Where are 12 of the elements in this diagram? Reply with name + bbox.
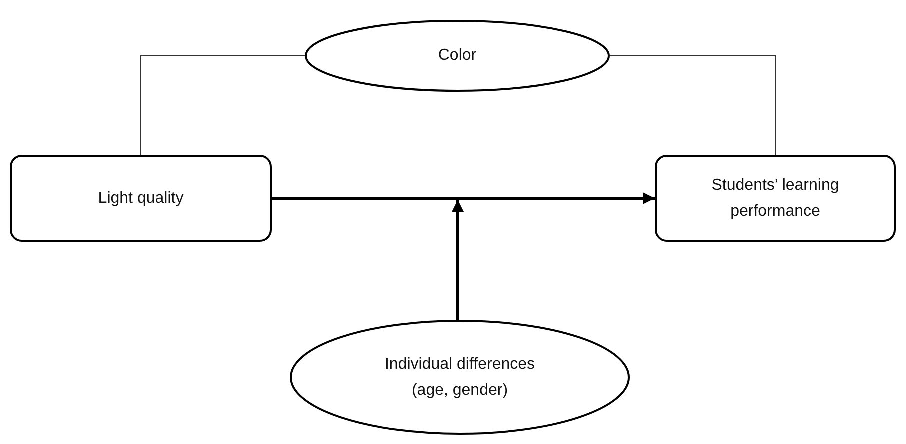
node-label: Students’ learning performance (710, 176, 840, 222)
rounded-box (10, 155, 272, 242)
arrow (452, 200, 464, 320)
connector-line (610, 56, 776, 156)
node-label: Color (438, 46, 477, 66)
ellipse-node (290, 320, 630, 435)
node-label: Light quality (98, 188, 184, 209)
ellipse-node (305, 20, 610, 92)
rounded-box (655, 155, 896, 242)
arrow (272, 192, 655, 204)
node-label: Individual differences (age, gender) (384, 354, 536, 400)
connector-line (140, 56, 306, 156)
